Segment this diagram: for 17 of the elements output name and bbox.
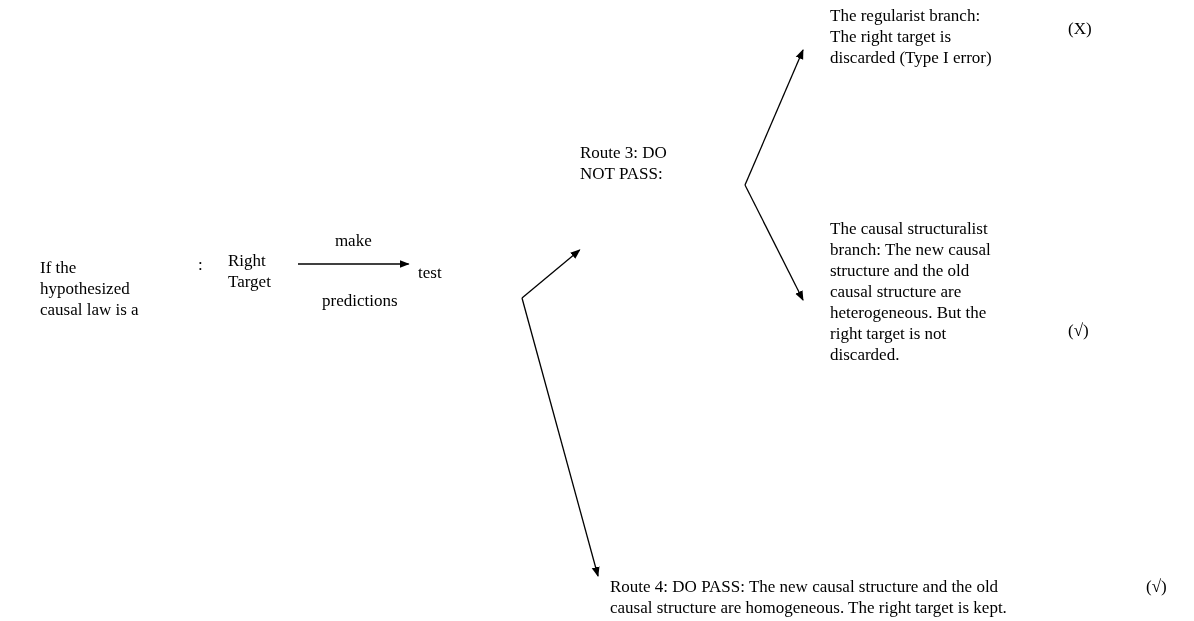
node-text: Route 3: DO NOT PASS: — [580, 142, 668, 184]
arrow — [744, 184, 804, 301]
label-text: (√) — [1068, 320, 1089, 341]
node-text: test — [418, 262, 443, 283]
node-text: The causal structuralist branch: The new causal structure and the old causal structure are heterogeneous. But the right target is not discarded. — [830, 218, 992, 365]
node-text: Route 4: DO PASS: The new causal structure and the old causal structure are homogeneous. The right target is kept. — [610, 576, 1008, 618]
node-text: Right Target — [228, 250, 272, 292]
label-text: : — [198, 254, 203, 275]
arrow — [297, 260, 410, 268]
label-text: predictions — [322, 290, 398, 311]
label-text: (√) — [1146, 576, 1167, 597]
arrow — [521, 297, 600, 577]
arrow — [521, 249, 581, 299]
node-text: The regularist branch: The right target is discarded (Type I error) — [830, 5, 993, 68]
node-text: If the hypothesized causal law is a — [40, 257, 140, 320]
label-text: (X) — [1068, 18, 1092, 39]
arrow — [744, 49, 804, 186]
